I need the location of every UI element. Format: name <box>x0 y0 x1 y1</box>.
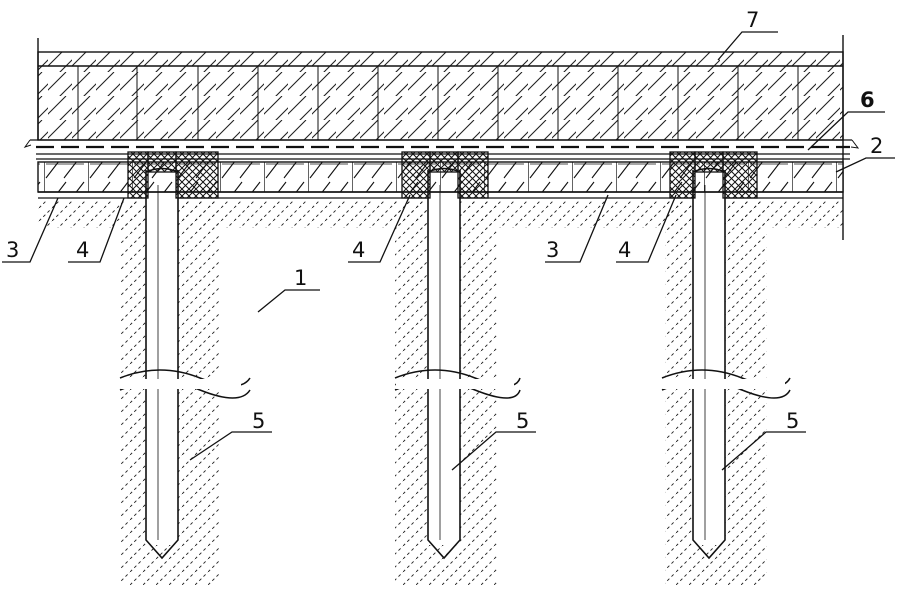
label-2: 2 <box>870 134 883 158</box>
label-1: 1 <box>294 266 307 290</box>
pile-1 <box>119 151 251 585</box>
slab <box>37 35 844 240</box>
label-5-right: 5 <box>786 409 799 433</box>
pile-3 <box>661 151 791 585</box>
label-5-middle: 5 <box>516 409 529 433</box>
pile-2 <box>394 151 521 585</box>
label-4-left: 4 <box>76 238 89 262</box>
label-4-middle: 4 <box>352 238 365 262</box>
label-4-right: 4 <box>618 238 631 262</box>
label-6: 6 <box>860 88 875 112</box>
leader-lines <box>2 31 895 471</box>
label-7: 7 <box>746 8 759 32</box>
label-3-middle: 3 <box>546 238 559 262</box>
label-3-left: 3 <box>6 238 19 262</box>
label-5-left: 5 <box>252 409 265 433</box>
callout-labels: 7 6 2 3 4 1 4 3 4 5 5 5 <box>6 8 883 433</box>
